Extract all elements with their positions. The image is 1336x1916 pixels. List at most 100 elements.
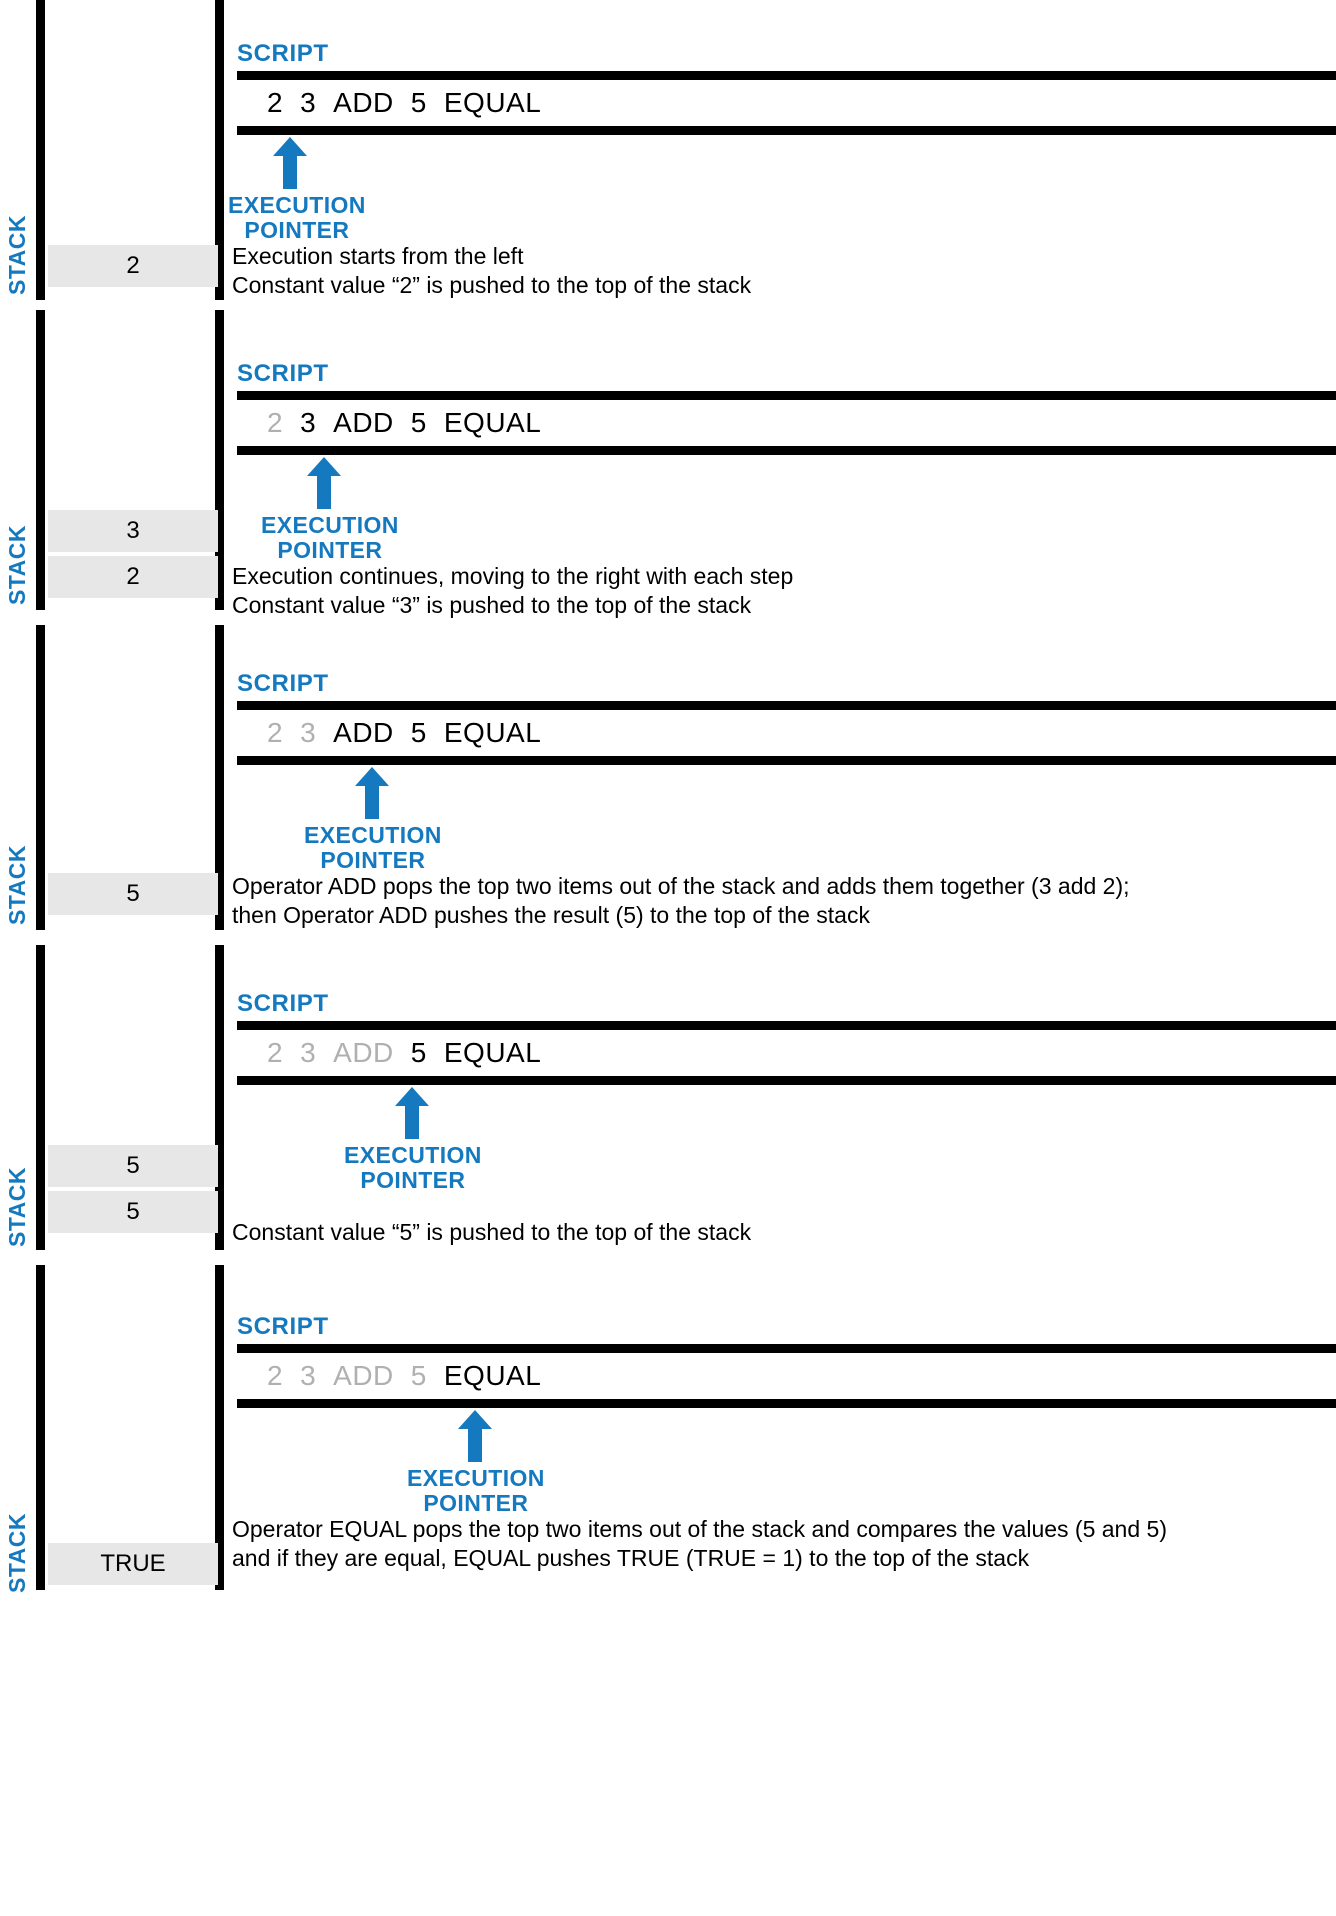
content-divider-rule (215, 945, 224, 1250)
step-description: Operator EQUAL pops the top two items ou… (232, 1515, 1167, 1574)
up-arrow-icon (307, 457, 341, 509)
execution-pointer-line2: POINTER (244, 216, 350, 243)
script-bottom-rule (237, 756, 1336, 765)
script-content: SCRIPT 2 3 ADD 5 EQUAL EXECUTION POINTER… (232, 360, 1336, 618)
script-content: SCRIPT 2 3 ADD 5 EQUAL EXECUTION POINTER… (232, 990, 1336, 1245)
script-top-rule (237, 71, 1336, 80)
script-token-line: 2 3 ADD 5 EQUAL (237, 400, 1336, 446)
stack-divider-rule (36, 1265, 45, 1590)
script-token[interactable]: 3 (300, 407, 317, 438)
script-label: SCRIPT (237, 990, 329, 1017)
stack-divider-rule (36, 310, 45, 610)
description-line: and if they are equal, EQUAL pushes TRUE… (232, 1545, 1030, 1572)
stack-column: 5 5 (48, 1145, 218, 1237)
up-arrow-icon (458, 1410, 492, 1462)
script-token[interactable]: ADD (333, 1360, 394, 1391)
execution-pointer-line1: EXECUTION (407, 1465, 545, 1491)
stack-divider-rule (36, 945, 45, 1250)
script-token[interactable]: 3 (300, 87, 317, 118)
script-label: SCRIPT (237, 40, 329, 67)
script-top-rule (237, 1021, 1336, 1030)
script-token[interactable]: 3 (300, 717, 317, 748)
script-token-line: 2 3 ADD 5 EQUAL (237, 1030, 1336, 1076)
script-bottom-rule (237, 446, 1336, 455)
description-line: Operator EQUAL pops the top two items ou… (232, 1516, 1167, 1542)
script-token[interactable]: 2 (267, 407, 284, 438)
script-token[interactable]: EQUAL (443, 407, 542, 438)
execution-pointer-line1: EXECUTION (228, 192, 366, 218)
execution-step-panel: STACK 5 5 SCRIPT 2 3 ADD 5 EQUAL EXECUTI… (0, 945, 1336, 1255)
execution-pointer-line2: POINTER (320, 846, 426, 873)
description-line: then Operator ADD pushes the result (5) … (232, 902, 870, 929)
description-line: Operator ADD pops the top two items out … (232, 873, 1130, 899)
script-token[interactable]: EQUAL (443, 87, 542, 118)
script-token[interactable]: 3 (300, 1037, 317, 1068)
script-token[interactable]: 5 (410, 1360, 427, 1391)
execution-pointer-label: EXECUTION POINTER (228, 193, 366, 243)
script-token-line: 2 3 ADD 5 EQUAL (237, 1353, 1336, 1399)
execution-pointer-line2: POINTER (360, 1166, 466, 1193)
execution-pointer-line2: POINTER (423, 1489, 529, 1516)
script-token[interactable]: 5 (410, 407, 427, 438)
script-label: SCRIPT (237, 1313, 329, 1340)
script-label: SCRIPT (237, 670, 329, 697)
script-token[interactable]: 5 (410, 717, 427, 748)
script-token[interactable]: 3 (300, 1360, 317, 1391)
script-token[interactable]: 2 (267, 87, 284, 118)
execution-step-panel: STACK 3 2 SCRIPT 2 3 ADD 5 EQUAL EXECUTI… (0, 310, 1336, 618)
execution-pointer-label: EXECUTION POINTER (344, 1143, 482, 1193)
script-top-rule (237, 391, 1336, 400)
stack-cell: 2 (48, 245, 218, 287)
execution-pointer-arrow-wrap (237, 1408, 1336, 1464)
script-content: SCRIPT 2 3 ADD 5 EQUAL EXECUTION POINTER… (228, 40, 1336, 298)
script-bottom-rule (237, 1399, 1336, 1408)
stack-label: STACK (4, 1167, 30, 1248)
content-divider-rule (215, 625, 224, 930)
script-token[interactable]: ADD (333, 87, 394, 118)
execution-pointer-arrow-wrap (237, 765, 1336, 821)
script-token[interactable]: EQUAL (443, 717, 542, 748)
stack-cell: 2 (48, 556, 218, 598)
stack-label: STACK (4, 525, 30, 606)
execution-pointer-line1: EXECUTION (344, 1142, 482, 1168)
script-token[interactable]: EQUAL (443, 1360, 542, 1391)
stack-cell: 5 (48, 1145, 218, 1187)
stack-column: 3 2 (48, 510, 218, 602)
stack-cell: TRUE (48, 1543, 218, 1585)
content-divider-rule (215, 310, 224, 610)
script-content: SCRIPT 2 3 ADD 5 EQUAL EXECUTION POINTER… (232, 670, 1336, 928)
description-line: Execution continues, moving to the right… (232, 563, 794, 589)
stack-divider-rule (36, 0, 45, 300)
description-line: Constant value “2” is pushed to the top … (232, 272, 752, 299)
step-description: Operator ADD pops the top two items out … (232, 872, 1130, 931)
execution-pointer-label: EXECUTION POINTER (407, 1466, 545, 1516)
script-content: SCRIPT 2 3 ADD 5 EQUAL EXECUTION POINTER… (232, 1313, 1336, 1571)
stack-column: 2 (48, 245, 218, 291)
up-arrow-icon (355, 767, 389, 819)
script-token[interactable]: 5 (410, 87, 427, 118)
execution-pointer-line1: EXECUTION (304, 822, 442, 848)
execution-step-panel: STACK TRUE SCRIPT 2 3 ADD 5 EQUAL EXECUT… (0, 1265, 1336, 1595)
script-top-rule (237, 1344, 1336, 1353)
script-token[interactable]: ADD (333, 717, 394, 748)
script-bottom-rule (237, 126, 1336, 135)
script-token-line: 2 3 ADD 5 EQUAL (237, 710, 1336, 756)
script-token[interactable]: 2 (267, 717, 284, 748)
script-label: SCRIPT (237, 360, 329, 387)
script-token[interactable]: EQUAL (443, 1037, 542, 1068)
step-description: Execution starts from the left Constant … (232, 242, 751, 301)
script-token[interactable]: ADD (333, 407, 394, 438)
up-arrow-icon (273, 137, 307, 189)
execution-pointer-line2: POINTER (277, 536, 383, 563)
stack-cell: 5 (48, 873, 218, 915)
execution-pointer-arrow-wrap (237, 1085, 1336, 1141)
script-token[interactable]: 2 (267, 1360, 284, 1391)
script-token[interactable]: ADD (333, 1037, 394, 1068)
script-token[interactable]: 5 (410, 1037, 427, 1068)
execution-pointer-line1: EXECUTION (261, 512, 399, 538)
description-line: Constant value “3” is pushed to the top … (232, 592, 752, 619)
execution-step-panel: STACK 2 SCRIPT 2 3 ADD 5 EQUAL EXECUTION… (0, 0, 1336, 305)
execution-step-panel: STACK 5 SCRIPT 2 3 ADD 5 EQUAL EXECUTION… (0, 625, 1336, 935)
script-token[interactable]: 2 (267, 1037, 284, 1068)
execution-pointer-label: EXECUTION POINTER (261, 513, 399, 563)
